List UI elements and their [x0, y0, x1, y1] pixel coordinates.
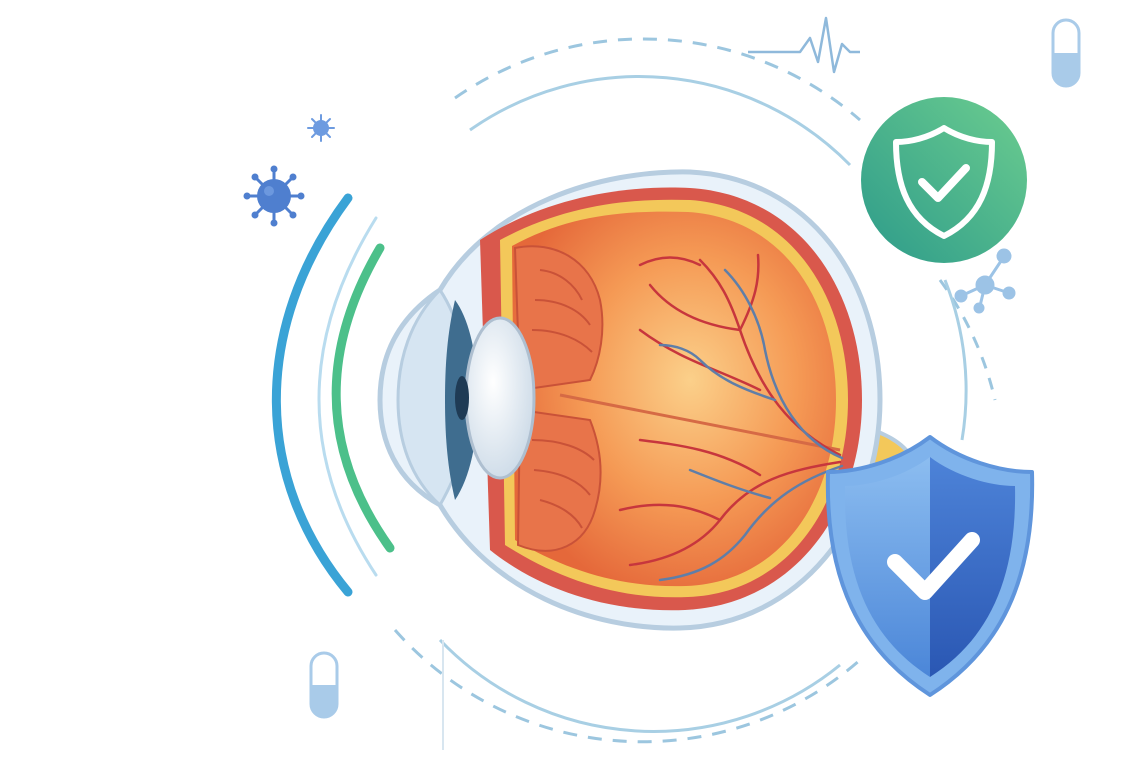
capsule-icon: [1051, 18, 1081, 88]
heartbeat-icon: [748, 16, 860, 74]
capsule-icon-bottom: [309, 651, 339, 719]
light-arcs: [271, 193, 395, 597]
blood-vessels: [618, 253, 842, 567]
eyeball: [377, 169, 913, 631]
veins: [658, 268, 844, 582]
ciliary-body: [513, 245, 604, 552]
shield-check-icon: [861, 97, 1027, 263]
molecule-icon: [954, 248, 1016, 314]
large-shield-check-icon: [825, 435, 1035, 697]
virus-icon: [243, 165, 305, 227]
lens: [464, 316, 536, 480]
small-virus-icon: [307, 114, 335, 142]
protection-ring: [393, 37, 997, 750]
